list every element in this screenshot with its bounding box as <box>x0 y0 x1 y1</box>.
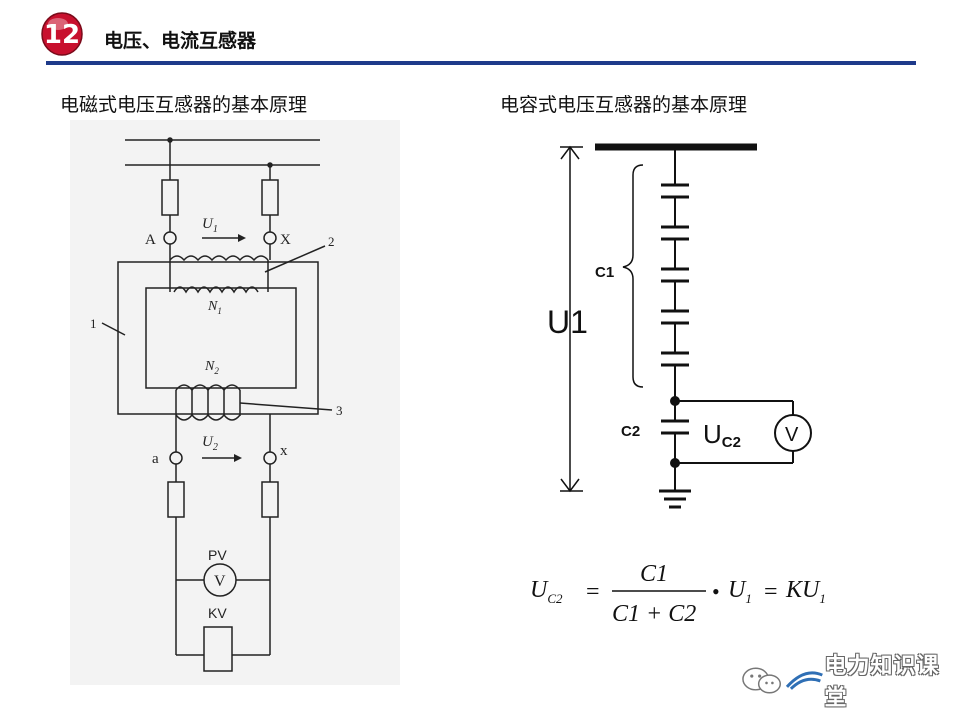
callout-3: 3 <box>336 403 343 418</box>
terminal-a-label: A <box>145 232 156 248</box>
u1-label: U1 <box>547 304 588 340</box>
uc2-label: UC2 <box>703 419 741 451</box>
svg-text:•: • <box>712 579 720 604</box>
c1-brace <box>622 164 644 388</box>
cvt-formula: UC2 = C1 C1 + C2 • U1 = KU1 <box>530 561 826 627</box>
pv-voltmeter-symbol: V <box>214 573 226 590</box>
terminal-x2-label: x <box>280 443 288 459</box>
u1-label: U1 <box>202 216 218 235</box>
svg-text:UC2: UC2 <box>530 577 563 606</box>
badge-number: 12 <box>44 20 80 50</box>
svg-text:=: = <box>586 579 600 605</box>
callout-1: 1 <box>90 316 97 331</box>
svg-text:KU1: KU1 <box>785 577 826 606</box>
n2-label: N2 <box>204 359 219 376</box>
svg-text:U1: U1 <box>728 577 752 606</box>
c2-label: C2 <box>621 423 640 440</box>
c1-label: C1 <box>595 264 614 281</box>
electromagnetic-pt-diagram: A X U1 N1 2 1 N2 3 a x U2 PV <box>70 120 400 685</box>
pv-label: PV <box>208 547 227 563</box>
voltmeter-symbol: V <box>785 424 799 446</box>
kv-relay <box>203 626 233 672</box>
right-section-title: 电容式电压互感器的基本原理 <box>500 94 748 116</box>
svg-text:=: = <box>764 579 778 605</box>
wechat-logo-icon <box>742 667 781 694</box>
capacitive-pt-diagram: C1 U1 C2 V UC2 <box>547 143 812 509</box>
header-divider <box>46 61 916 65</box>
formula-numerator: C1 <box>640 561 668 587</box>
c1-capacitor-stack <box>661 183 689 367</box>
formula-denominator: C1 + C2 <box>612 601 696 627</box>
terminal-a2-label: a <box>152 451 159 467</box>
watermark: 电力知识课堂 <box>740 648 960 712</box>
watermark-text: 电力知识课堂 <box>824 654 940 711</box>
terminal-x-label: X <box>280 232 291 248</box>
channel-logo-icon <box>786 671 824 690</box>
page-title: 电压、电流互感器 <box>104 30 257 52</box>
left-section-title: 电磁式电压互感器的基本原理 <box>60 94 308 116</box>
callout-2: 2 <box>328 234 335 249</box>
u2-label: U2 <box>202 434 218 453</box>
kv-label: KV <box>208 605 227 621</box>
primary-winding <box>169 255 269 292</box>
n1-label: N1 <box>207 299 222 316</box>
section-number-badge: 12 <box>41 12 83 56</box>
